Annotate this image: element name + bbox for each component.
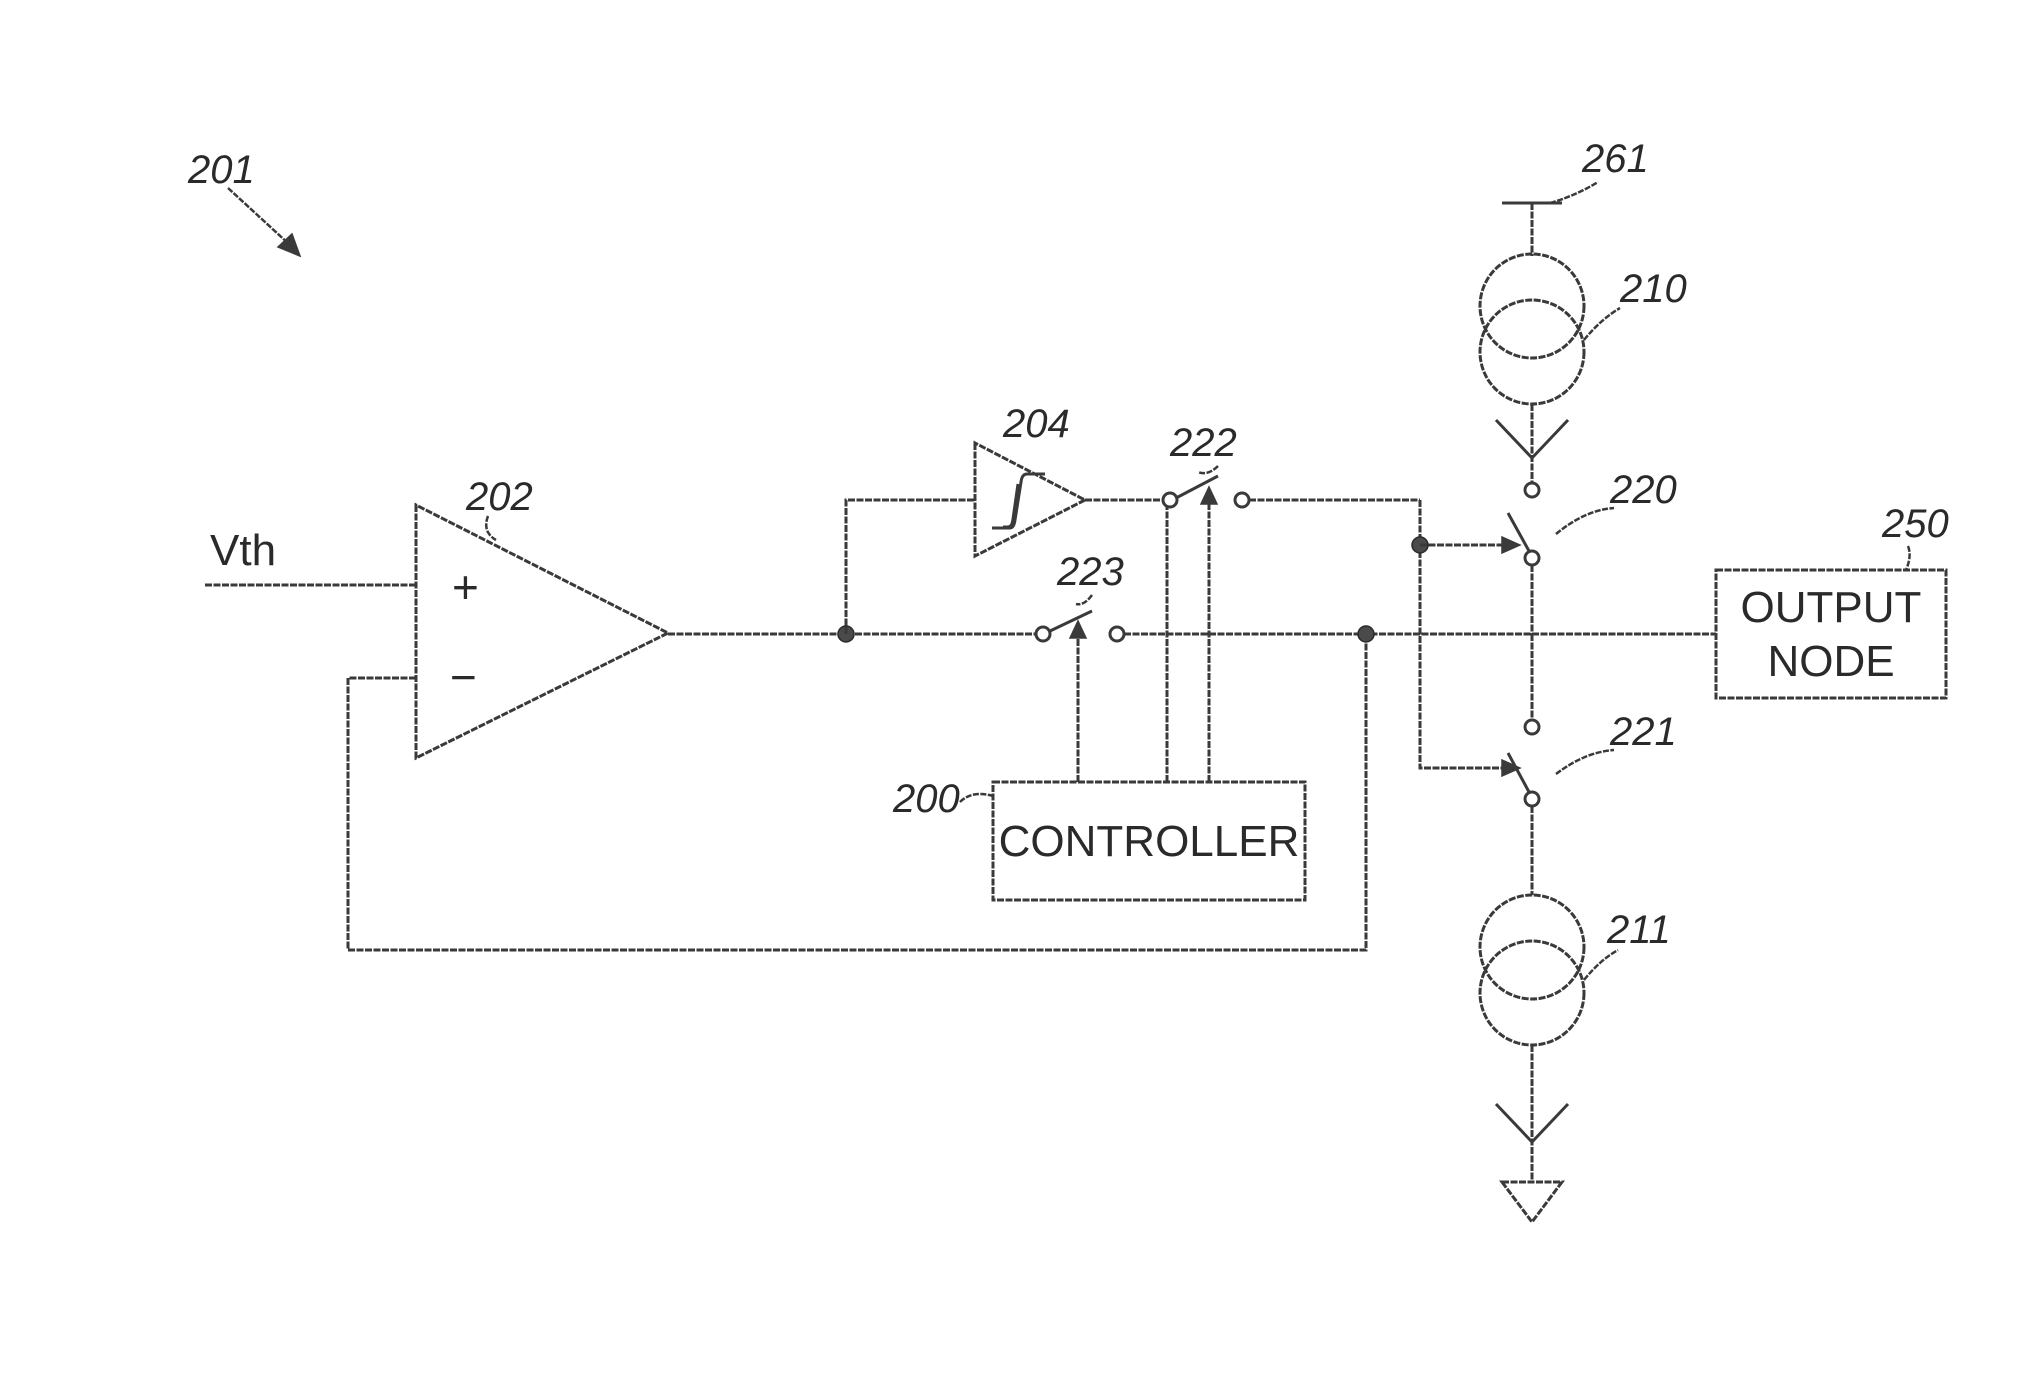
source-210-circle-top xyxy=(1480,254,1584,358)
output-node-ref-leader xyxy=(1906,546,1910,570)
comparator-ref-label: 202 xyxy=(465,475,533,519)
supply-ref-label: 261 xyxy=(1581,137,1649,181)
controller-200: CONTROLLER 200 xyxy=(892,487,1305,900)
hysteresis-curve-icon xyxy=(992,474,1045,528)
schmitt-triangle xyxy=(975,443,1085,556)
comparator-202: + − 202 xyxy=(416,475,668,758)
schmitt-input-wire xyxy=(846,500,975,634)
switch-223-terminal-right xyxy=(1110,627,1124,641)
figure-ref-label: 201 xyxy=(187,148,255,192)
source-211-ref-label: 211 xyxy=(1606,908,1671,952)
schmitt-trigger-204: 204 xyxy=(846,402,1163,634)
switch-223-terminal-left xyxy=(1036,627,1050,641)
junction-node-feedback xyxy=(1358,626,1374,642)
ground-symbol xyxy=(1502,1182,1562,1222)
switch-220-ref-leader xyxy=(1556,508,1614,534)
switch-222-ref-label: 222 xyxy=(1169,421,1237,465)
control-arrow-222 xyxy=(1201,487,1217,504)
switch-223-blade xyxy=(1050,611,1092,631)
switch-220: 220 xyxy=(1508,468,1677,634)
switch-221-terminal-top xyxy=(1525,720,1539,734)
source-211-ref-leader xyxy=(1584,950,1618,980)
switch-222: 222 xyxy=(1163,421,1420,507)
switch-221-ref-label: 221 xyxy=(1609,710,1677,754)
switch-222-ref-leader xyxy=(1198,466,1218,473)
controller-ref-leader xyxy=(960,794,993,802)
controller-ref-label: 200 xyxy=(892,777,960,821)
figure-ref-arrow-line xyxy=(228,188,290,245)
switch-221-ref-leader xyxy=(1556,750,1614,774)
comparator-ref-leader xyxy=(486,516,496,540)
switch-222-terminal-left xyxy=(1163,493,1177,507)
vth-input: Vth xyxy=(205,526,416,585)
source-210-ref-leader xyxy=(1584,308,1620,340)
switch-220-drive-arrow xyxy=(1502,537,1520,553)
comparator-minus-sign: − xyxy=(450,651,477,703)
switch-223-ref-label: 223 xyxy=(1056,550,1124,594)
vth-label: Vth xyxy=(210,526,276,575)
comparator-plus-sign: + xyxy=(452,561,479,613)
switch-222-terminal-right xyxy=(1235,493,1249,507)
feedback-wire xyxy=(348,636,1366,950)
supply-261: 261 xyxy=(1502,137,1649,256)
output-node-label-line1: OUTPUT xyxy=(1741,583,1922,632)
switch-220-ref-label: 220 xyxy=(1609,468,1677,512)
source-211-circle-bottom xyxy=(1480,941,1584,1045)
switch-223-ref-leader xyxy=(1076,595,1092,604)
output-node-250: OUTPUT NODE 250 xyxy=(1716,502,1949,698)
controller-label: CONTROLLER xyxy=(999,817,1300,866)
source-211-circle-top xyxy=(1480,895,1584,999)
figure-reference: 201 xyxy=(187,148,300,256)
current-source-211: 211 xyxy=(1480,895,1671,1222)
supply-ref-leader xyxy=(1550,182,1598,203)
control-arrow-223 xyxy=(1070,621,1086,638)
switch-221-terminal-bottom xyxy=(1525,792,1539,806)
comparator-triangle xyxy=(416,505,668,758)
current-source-210: 210 xyxy=(1480,254,1687,482)
output-node-label-line2: NODE xyxy=(1767,637,1894,686)
source-210-ref-label: 210 xyxy=(1619,267,1687,311)
switch-220-terminal-bottom xyxy=(1525,551,1539,565)
source-210-circle-bottom xyxy=(1480,300,1584,404)
switch-221: 221 xyxy=(1508,634,1677,895)
output-node-ref-label: 250 xyxy=(1881,502,1949,546)
schmitt-ref-label: 204 xyxy=(1002,402,1070,446)
switch-220-terminal-top xyxy=(1525,483,1539,497)
